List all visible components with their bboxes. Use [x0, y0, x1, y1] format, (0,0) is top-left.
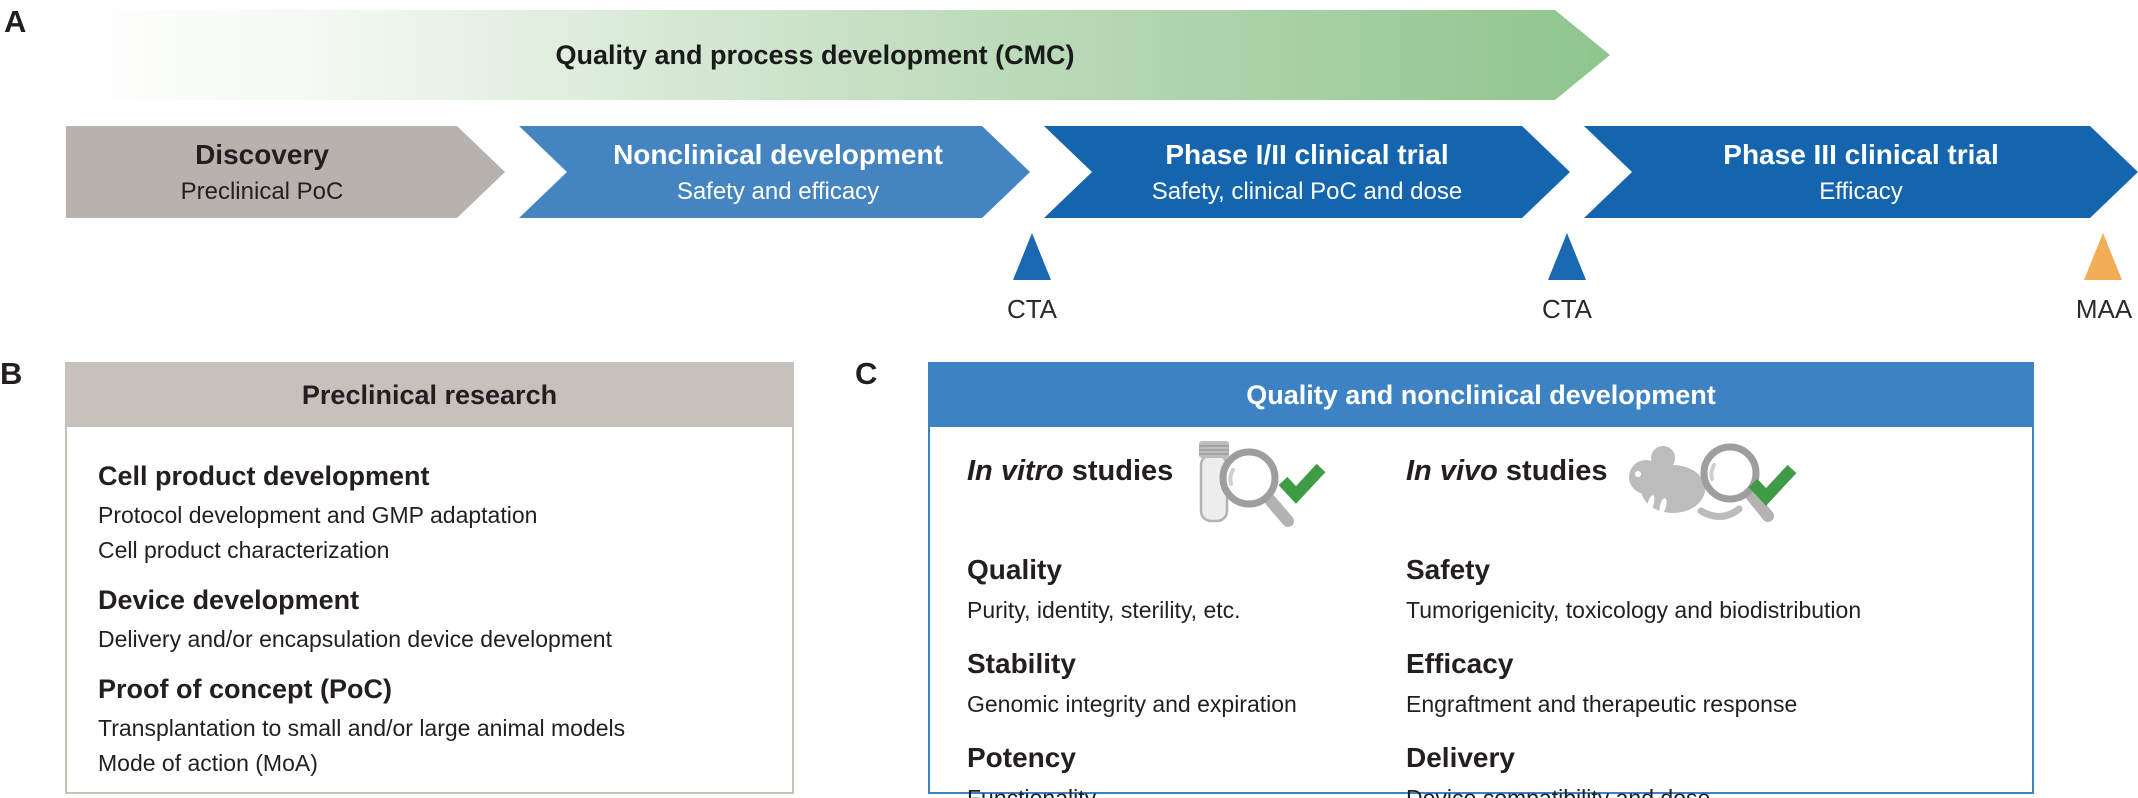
preclinical-research-box: Preclinical research Cell product develo… — [65, 362, 794, 794]
cmc-arrow-label: Quality and process development (CMC) — [555, 40, 1074, 70]
term-desc: Device compatibility and dose — [1406, 785, 1711, 798]
term: Quality — [967, 554, 1062, 585]
stage-phase-1-2 — [1044, 126, 1570, 218]
panel-a-label: A — [4, 4, 27, 39]
milestone-label-cta-1: CTA — [1007, 294, 1058, 324]
section-line: Mode of action (MoA) — [98, 750, 318, 776]
in-vivo-phrase: In vivo — [1406, 455, 1498, 487]
term-desc: Purity, identity, sterility, etc. — [967, 597, 1241, 623]
panel-b-header: Preclinical research — [67, 364, 792, 427]
stage-subtitle: Efficacy — [1819, 178, 1903, 205]
test-tube-magnifier-check-icon — [1199, 441, 1326, 527]
section-line: Cell product characterization — [98, 537, 390, 563]
term-desc: Engraftment and therapeutic response — [1406, 691, 1798, 717]
milestone-label-cta-2: CTA — [1542, 294, 1593, 324]
stage-subtitle: Safety and efficacy — [677, 178, 879, 205]
stage-subtitle: Safety, clinical PoC and dose — [1152, 178, 1462, 205]
section-line: Protocol development and GMP adaptation — [98, 502, 538, 528]
panel-b-label: B — [0, 356, 23, 391]
magnifier-icon — [1219, 448, 1295, 527]
section-line: Delivery and/or encapsulation device dev… — [98, 626, 612, 652]
milestone-triangle-maa — [2084, 233, 2122, 280]
development-timeline: Quality and process development (CMC) Di… — [66, 10, 2138, 324]
panel-c-header: Quality and nonclinical development — [930, 364, 2032, 427]
term: Stability — [967, 648, 1076, 679]
check-icon — [1278, 463, 1326, 504]
in-vivo-column: In vivo studies — [1406, 443, 2022, 798]
in-vitro-heading: In vitro studies — [967, 441, 1397, 531]
milestone-triangle-cta-2 — [1548, 233, 1586, 280]
section-title: Device development — [98, 585, 360, 615]
term-desc: Genomic integrity and expiration — [967, 691, 1297, 717]
term: Safety — [1406, 554, 1491, 585]
term-desc: Tumorigenicity, toxicology and biodistri… — [1406, 597, 1862, 623]
check-icon — [1749, 464, 1797, 506]
in-vitro-rest: studies — [1063, 455, 1174, 487]
in-vivo-rest: studies — [1497, 455, 1608, 487]
mouse-icon — [1629, 446, 1743, 520]
stage-title: Phase III clinical trial — [1723, 139, 1998, 170]
in-vivo-heading: In vivo studies — [1406, 443, 2022, 531]
milestone-triangle-cta-1 — [1013, 233, 1051, 280]
term: Delivery — [1406, 742, 1515, 773]
term-desc: Functionality — [967, 785, 1097, 798]
panel-b-body: Cell product development Protocol develo… — [67, 427, 792, 781]
stage-discovery — [66, 126, 505, 218]
panel-c-body: In vitro studies — [930, 427, 2032, 798]
in-vitro-phrase: In vitro — [967, 455, 1064, 487]
cmc-arrow — [66, 10, 1610, 100]
mouse-magnifier-check-icon — [1629, 443, 1797, 522]
stage-subtitle: Preclinical PoC — [181, 178, 344, 205]
section-title: Proof of concept (PoC) — [98, 674, 392, 704]
quality-nonclinical-box: Quality and nonclinical development In v… — [928, 362, 2034, 798]
term: Efficacy — [1406, 648, 1514, 679]
stage-title: Phase I/II clinical trial — [1165, 139, 1448, 170]
magnifier-icon — [1700, 443, 1775, 522]
stage-nonclinical — [519, 126, 1030, 218]
term: Potency — [967, 742, 1076, 773]
milestone-label-maa: MAA — [2076, 294, 2133, 324]
stage-phase-3 — [1584, 126, 2138, 218]
panel-c-label: C — [855, 356, 878, 391]
stage-title: Discovery — [195, 139, 329, 170]
stage-title: Nonclinical development — [613, 139, 943, 170]
in-vitro-column: In vitro studies — [967, 441, 1397, 798]
section-title: Cell product development — [98, 461, 430, 491]
section-line: Transplantation to small and/or large an… — [98, 715, 626, 741]
